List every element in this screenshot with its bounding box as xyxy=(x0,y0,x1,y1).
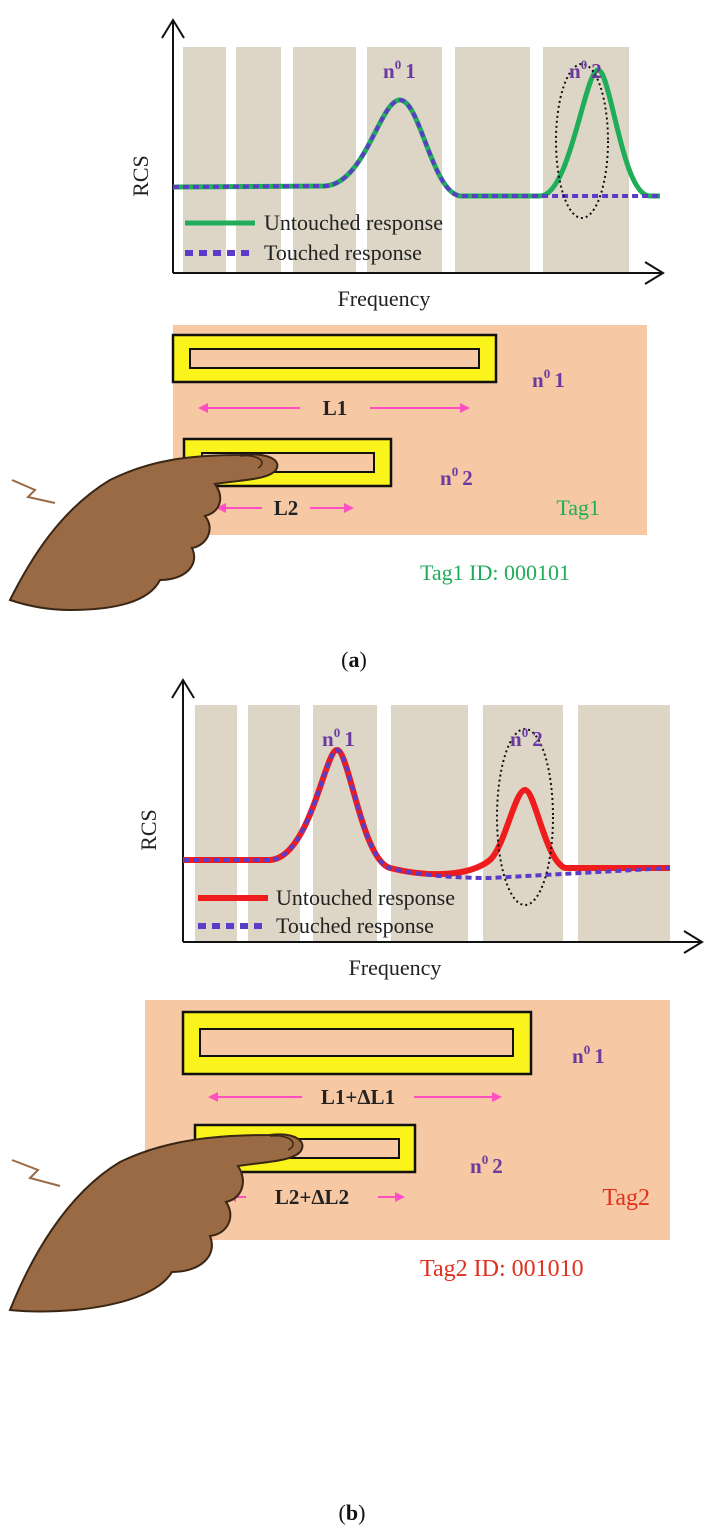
legend-touched-label: Touched response xyxy=(264,240,422,265)
y-axis-label: RCS xyxy=(128,155,153,197)
legend-untouched-label: Untouched response xyxy=(264,210,443,235)
legend: Untouched response Touched response xyxy=(185,210,443,265)
tag-id: Tag2 ID: 001010 xyxy=(420,1256,584,1282)
tag-id: Tag1 ID: 000101 xyxy=(420,560,570,585)
l2-label: L2 xyxy=(274,496,299,520)
touched-response-curve xyxy=(172,97,660,198)
hand-icon xyxy=(8,1133,304,1313)
frequency-band-stripes xyxy=(183,47,629,274)
tag-label: Tag2 xyxy=(602,1185,650,1211)
caption-b: (b) xyxy=(339,1500,366,1525)
legend-untouched-label: Untouched response xyxy=(276,885,455,910)
x-axis-label: Frequency xyxy=(349,955,442,980)
resonator-1-slot xyxy=(189,348,480,369)
y-axis-label: RCS xyxy=(136,809,161,851)
untouched-response-curve xyxy=(172,67,660,199)
untouched-response-curve xyxy=(183,746,670,878)
legend-touched-label: Touched response xyxy=(276,913,434,938)
legend: Untouched response Touched response xyxy=(198,885,455,938)
resonance-change-marker xyxy=(555,63,609,219)
l1-label: L1 xyxy=(323,396,348,420)
touched-response-curve xyxy=(183,747,671,881)
x-axis-label: Frequency xyxy=(338,286,431,311)
chart-axes xyxy=(171,678,704,954)
tag-label: Tag1 xyxy=(556,495,600,520)
frequency-band-stripes xyxy=(195,705,670,942)
hand-icon xyxy=(8,453,279,612)
caption-a: (a) xyxy=(341,647,367,672)
chart-axes xyxy=(161,18,665,285)
resonance-change-marker xyxy=(496,728,554,906)
l2-label: L2+ΔL2 xyxy=(275,1185,349,1209)
resonator-1-slot xyxy=(199,1028,514,1057)
l1-label: L1+ΔL1 xyxy=(321,1085,395,1109)
